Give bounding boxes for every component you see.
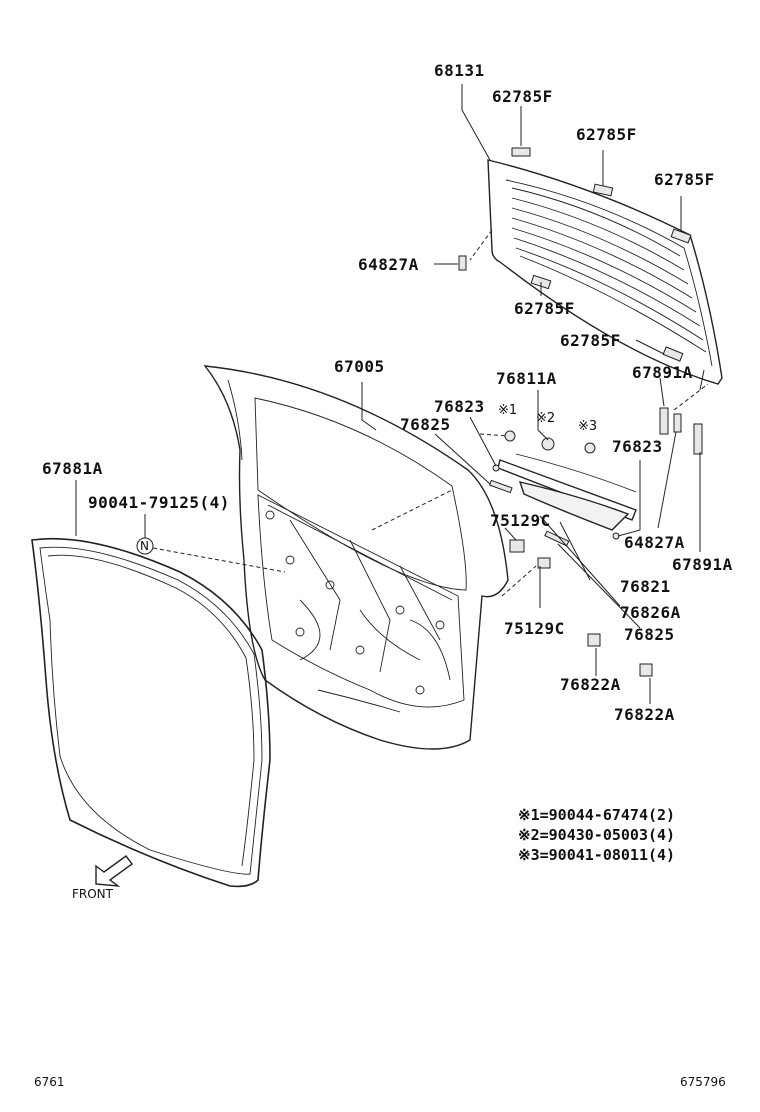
back-door-panel — [203, 365, 509, 750]
label-62785f-1: 62785F — [492, 87, 553, 106]
marker-3: ※3 — [578, 419, 597, 434]
label-76826a: 76826A — [620, 603, 681, 622]
label-76823-2: 76823 — [612, 437, 663, 456]
front-label: FRONT — [72, 887, 114, 901]
note-2: ※2=90430-05003(4) — [518, 826, 675, 844]
screw-marker-3 — [584, 442, 596, 454]
note-1: ※1=90044-67474(2) — [518, 806, 675, 824]
label-76825-1: 76825 — [400, 415, 451, 434]
label-67005: 67005 — [334, 357, 385, 376]
cushion-75129c-2 — [537, 557, 551, 569]
label-67891a-2: 67891A — [672, 555, 733, 574]
washer-marker-2 — [541, 437, 555, 451]
clip-64827a-1 — [458, 255, 467, 271]
stopper-67891a-1 — [659, 407, 669, 435]
label-76821: 76821 — [620, 577, 671, 596]
label-62785f-4: 62785F — [514, 299, 575, 318]
footer-right: 675796 — [680, 1075, 726, 1089]
clip-62785f-2 — [592, 183, 614, 197]
footer-left: 6761 — [34, 1075, 65, 1089]
alignment-lines — [152, 229, 709, 597]
label-76822a-1: 76822A — [560, 675, 621, 694]
label-90041-79125: 90041-79125(4) — [88, 493, 230, 512]
damper-stay-assembly — [136, 407, 703, 677]
label-76823-1: 76823 — [434, 397, 485, 416]
clip-62785f-5 — [662, 346, 684, 362]
label-76825-2: 76825 — [624, 625, 675, 644]
cushion-76822a-1 — [587, 633, 601, 647]
marker-2: ※2 — [536, 411, 555, 426]
front-arrow-icon — [95, 855, 133, 887]
footnotes: ※1=90044-67474(2) ※2=90430-05003(4) ※3=9… — [518, 806, 675, 864]
part-labels: 68131 62785F 62785F 62785F 64827A 62785F… — [42, 61, 733, 724]
weatherstrip — [31, 537, 271, 888]
label-64827a-1: 64827A — [358, 255, 419, 274]
note-3: ※3=90041-08011(4) — [518, 846, 675, 864]
bumper-76825-1 — [488, 479, 513, 494]
label-62785f-3: 62785F — [654, 170, 715, 189]
cushion-76822a-2 — [639, 663, 653, 677]
bolt-marker-1 — [504, 430, 516, 442]
stopper-67891a-2 — [693, 423, 703, 455]
label-62785f-2: 62785F — [576, 125, 637, 144]
leader-lines — [75, 84, 705, 704]
clip-62785f-1 — [511, 147, 531, 157]
cushion-75129c-1 — [509, 539, 525, 553]
clip-64827a-2 — [673, 413, 682, 433]
label-76822a-2: 76822A — [614, 705, 675, 724]
label-75129c-1: 75129C — [490, 511, 551, 530]
label-75129c-2: 75129C — [504, 619, 565, 638]
clip-62785f-3 — [670, 228, 692, 244]
label-67881a: 67881A — [42, 459, 103, 478]
label-76811a: 76811A — [496, 369, 557, 388]
label-62785f-5: 62785F — [560, 331, 621, 350]
label-64827a-2: 64827A — [624, 533, 685, 552]
back-door-glass — [487, 159, 723, 385]
marker-1: ※1 — [498, 403, 517, 418]
label-67891a-1: 67891A — [632, 363, 693, 382]
label-68131: 68131 — [434, 61, 485, 80]
marker-n: N — [140, 539, 149, 553]
